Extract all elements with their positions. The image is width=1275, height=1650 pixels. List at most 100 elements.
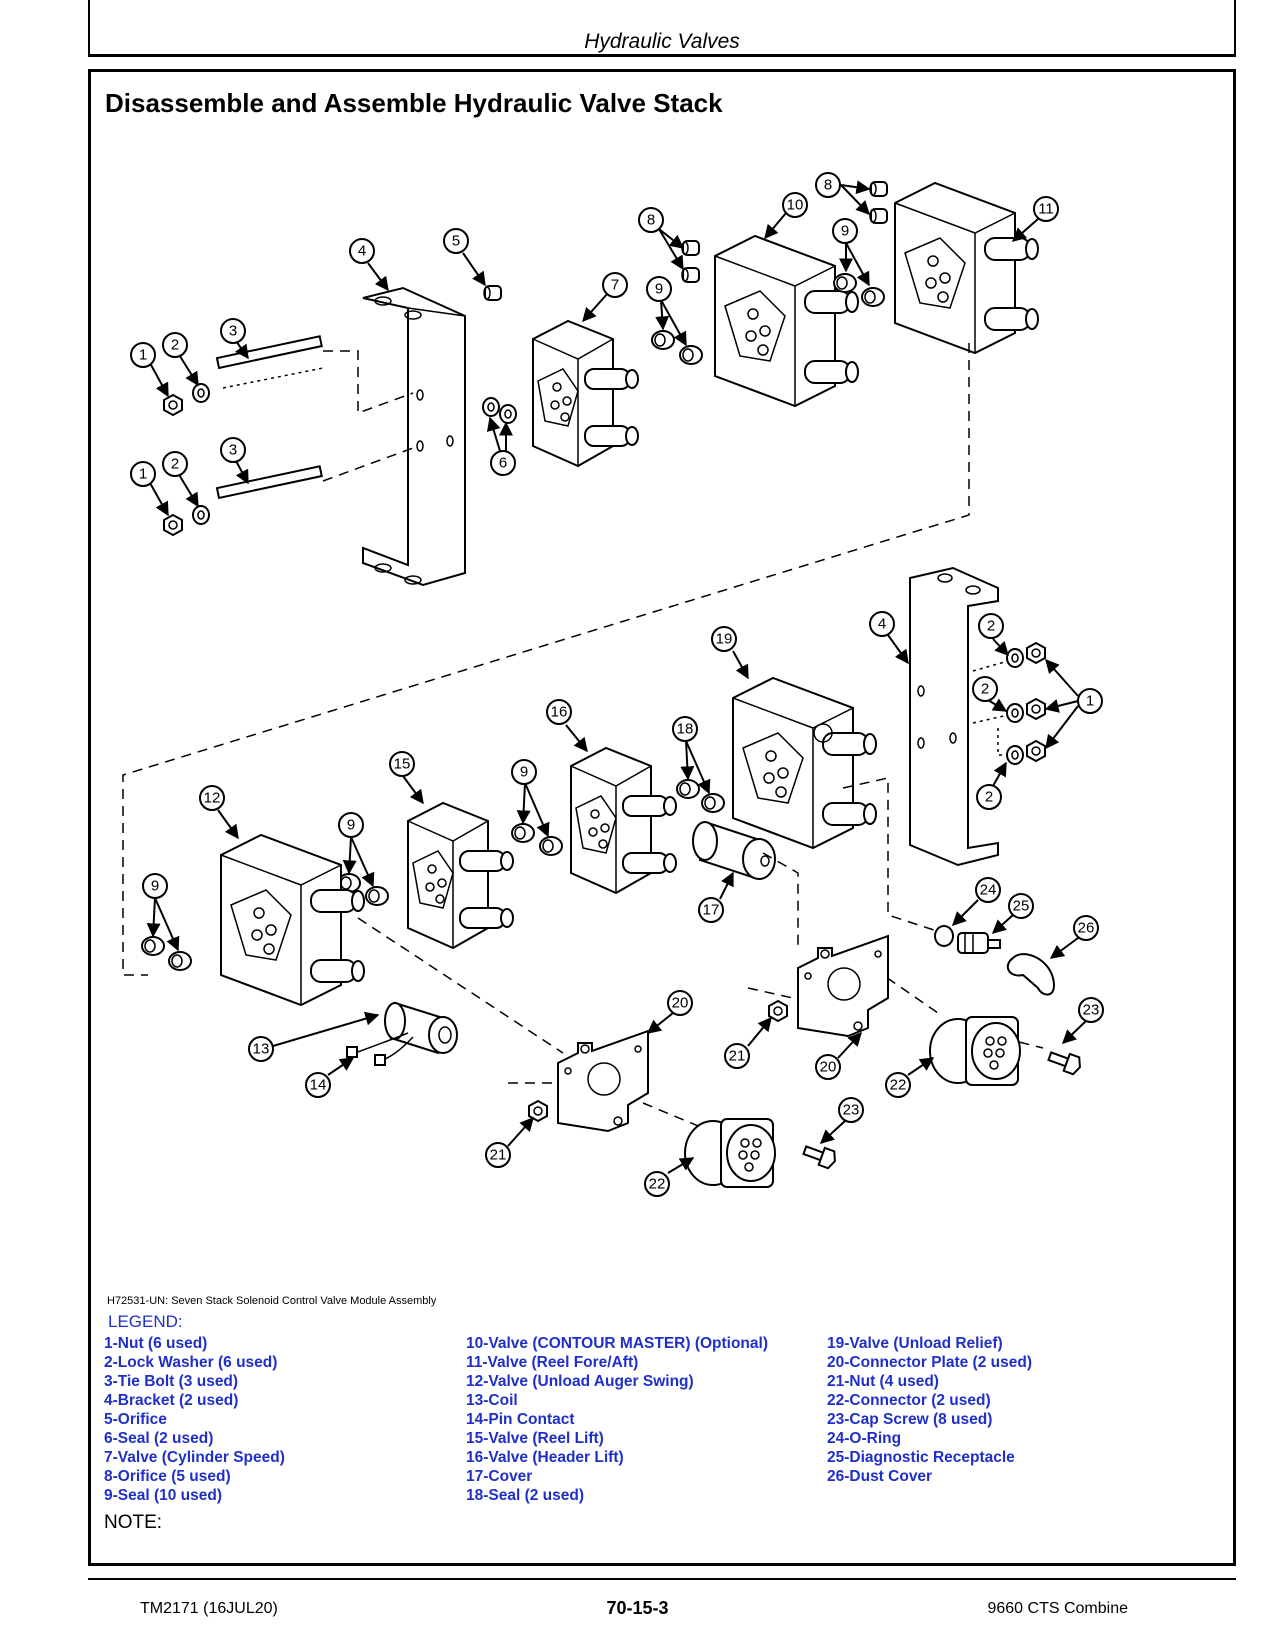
header-frame: Hydraulic Valves bbox=[88, 0, 1236, 57]
note-label: NOTE: bbox=[104, 1512, 163, 1533]
callout-12: 12 bbox=[199, 785, 225, 811]
legend-item: 25-Diagnostic Receptacle bbox=[827, 1449, 1015, 1466]
connector-plate-lower bbox=[557, 1030, 649, 1132]
svg-text:20: 20 bbox=[820, 1059, 837, 1076]
svg-text:8: 8 bbox=[647, 212, 655, 229]
legend-item: 15-Valve (Reel Lift) bbox=[466, 1430, 604, 1447]
legend-item: 26-Dust Cover bbox=[827, 1468, 933, 1485]
callout-18: 18 bbox=[672, 716, 698, 742]
callout-25: 25 bbox=[1008, 893, 1034, 919]
svg-text:25: 25 bbox=[1013, 898, 1030, 915]
section-title: Hydraulic Valves bbox=[584, 30, 740, 53]
legend-item: 21-Nut (4 used) bbox=[827, 1373, 939, 1390]
callout-23a: 23 bbox=[1078, 997, 1104, 1023]
footer-model: 9660 CTS Combine bbox=[987, 1600, 1128, 1617]
svg-text:9: 9 bbox=[347, 817, 355, 834]
svg-text:9: 9 bbox=[841, 223, 849, 240]
svg-text:2: 2 bbox=[987, 618, 995, 635]
legend-item: 16-Valve (Header Lift) bbox=[466, 1449, 624, 1466]
exploded-view-diagram: 1 2 3 4 5 6 7 8 9 10 8 9 11 1 2 3 4 2 2 … bbox=[122, 172, 1104, 1197]
svg-text:3: 3 bbox=[229, 323, 237, 340]
callout-9b: 9 bbox=[832, 218, 858, 244]
svg-text:12: 12 bbox=[204, 790, 221, 807]
svg-text:1: 1 bbox=[139, 466, 147, 483]
dust-cover bbox=[1006, 953, 1055, 996]
valve-cylinder-speed bbox=[532, 320, 639, 467]
callout-20b: 20 bbox=[815, 1054, 841, 1080]
callout-9d: 9 bbox=[338, 812, 364, 838]
callout-24: 24 bbox=[975, 877, 1001, 903]
connector-plate-upper bbox=[797, 935, 889, 1037]
svg-text:16: 16 bbox=[551, 704, 568, 721]
svg-text:7: 7 bbox=[611, 277, 619, 294]
tie-bolt-lower bbox=[215, 465, 323, 500]
valve-reel-fore-aft bbox=[894, 182, 1039, 354]
callout-13: 13 bbox=[248, 1036, 274, 1062]
legend-item: 4-Bracket (2 used) bbox=[104, 1392, 239, 1409]
svg-text:23: 23 bbox=[843, 1102, 860, 1119]
svg-text:1: 1 bbox=[1086, 693, 1094, 710]
svg-text:9: 9 bbox=[151, 878, 159, 895]
figure-caption: H72531-UN: Seven Stack Solenoid Control … bbox=[107, 1295, 437, 1307]
legend-item: 24-O-Ring bbox=[827, 1430, 902, 1447]
diagnostic-receptacle bbox=[957, 932, 1001, 954]
callout-5: 5 bbox=[443, 228, 469, 254]
callout-3b: 3 bbox=[220, 437, 246, 463]
svg-text:2: 2 bbox=[985, 789, 993, 806]
callout-2a: 2 bbox=[162, 332, 188, 358]
callout-2b: 2 bbox=[162, 451, 188, 477]
legend-item: 18-Seal (2 used) bbox=[466, 1487, 585, 1504]
legend-item: 20-Connector Plate (2 used) bbox=[827, 1354, 1032, 1371]
svg-text:18: 18 bbox=[677, 721, 694, 738]
legend-item: 8-Orifice (5 used) bbox=[104, 1468, 231, 1485]
callout-16: 16 bbox=[546, 699, 572, 725]
legend-column-1: 1-Nut (6 used) 2-Lock Washer (6 used) 3-… bbox=[104, 1334, 285, 1505]
svg-text:20: 20 bbox=[672, 995, 689, 1012]
svg-text:19: 19 bbox=[716, 631, 733, 648]
legend-item: 23-Cap Screw (8 used) bbox=[827, 1411, 993, 1428]
callout-8b: 8 bbox=[815, 172, 841, 198]
legend-column-3: 19-Valve (Unload Relief) 20-Connector Pl… bbox=[827, 1334, 1032, 1486]
callout-2d: 2 bbox=[972, 676, 998, 702]
svg-text:9: 9 bbox=[655, 281, 663, 298]
svg-text:22: 22 bbox=[649, 1176, 666, 1193]
callout-17: 17 bbox=[698, 897, 724, 923]
valve-contour-master bbox=[714, 235, 859, 407]
callout-21b: 21 bbox=[485, 1142, 511, 1168]
legend-item: 3-Tie Bolt (3 used) bbox=[104, 1373, 239, 1390]
legend-item: 22-Connector (2 used) bbox=[827, 1392, 991, 1409]
bracket-lower bbox=[909, 566, 999, 867]
svg-text:2: 2 bbox=[171, 337, 179, 354]
callout-2c: 2 bbox=[978, 613, 1004, 639]
svg-text:8: 8 bbox=[824, 177, 832, 194]
tie-bolt-upper bbox=[215, 335, 324, 389]
callout-6: 6 bbox=[490, 450, 516, 476]
svg-text:14: 14 bbox=[310, 1077, 327, 1094]
callout-19: 19 bbox=[711, 626, 737, 652]
svg-text:23: 23 bbox=[1083, 1002, 1100, 1019]
callout-9a: 9 bbox=[646, 276, 672, 302]
svg-text:6: 6 bbox=[499, 455, 507, 472]
callout-4a: 4 bbox=[349, 238, 375, 264]
svg-text:11: 11 bbox=[1038, 201, 1054, 218]
legend-column-2: 10-Valve (CONTOUR MASTER) (Optional) 11-… bbox=[466, 1334, 768, 1505]
connector-upper bbox=[929, 1016, 1021, 1086]
legend-item: 14-Pin Contact bbox=[466, 1411, 575, 1428]
legend-item: 5-Orifice bbox=[104, 1411, 167, 1428]
legend-item: 17-Cover bbox=[466, 1468, 533, 1485]
valve-unload-relief bbox=[732, 677, 877, 849]
svg-text:22: 22 bbox=[890, 1077, 907, 1094]
leader-lines bbox=[146, 180, 1087, 1174]
callout-15: 15 bbox=[389, 751, 415, 777]
legend-heading: LEGEND: bbox=[108, 1312, 183, 1331]
valve-header-lift bbox=[570, 747, 677, 894]
cover bbox=[692, 821, 776, 880]
callout-1c: 1 bbox=[1077, 688, 1103, 714]
callout-4b: 4 bbox=[869, 611, 895, 637]
footer-manual-id: TM2171 (16JUL20) bbox=[140, 1600, 278, 1617]
svg-text:21: 21 bbox=[729, 1048, 746, 1065]
svg-text:15: 15 bbox=[394, 756, 411, 773]
svg-text:13: 13 bbox=[253, 1041, 270, 1058]
callout-7: 7 bbox=[602, 272, 628, 298]
valve-unload-auger-swing bbox=[220, 834, 365, 1006]
